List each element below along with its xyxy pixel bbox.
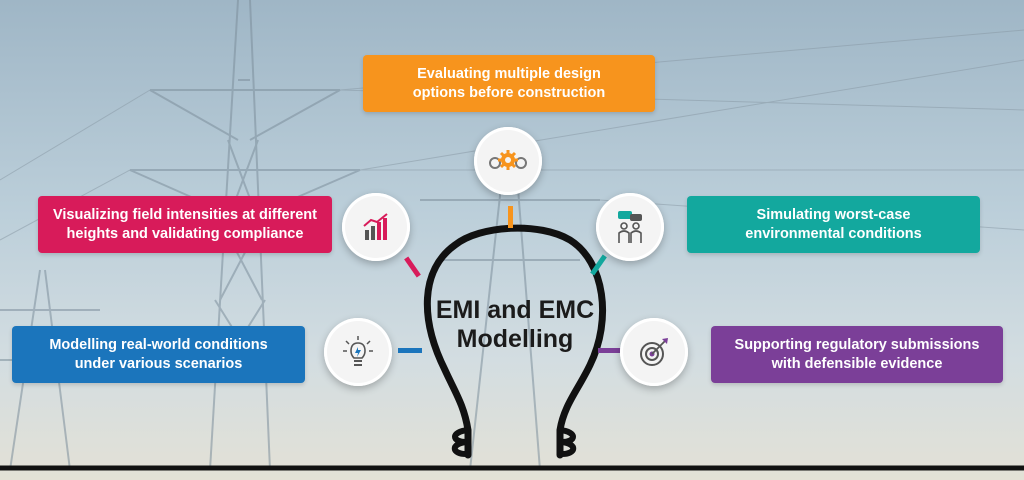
item-box-line2: under various scenarios <box>74 355 243 372</box>
connector-top <box>508 206 513 228</box>
icon-circle-team <box>596 193 664 261</box>
item-box-regulatory: Supporting regulatory submissions with d… <box>711 326 1003 383</box>
item-box-line1: Visualizing field intensities at differe… <box>52 206 317 223</box>
item-box-line2: with defensible evidence <box>771 355 943 372</box>
item-box-field-intensities: Visualizing field intensities at differe… <box>38 196 332 253</box>
lightbulb-icon <box>343 336 373 366</box>
item-box-line2: options before construction <box>412 84 606 101</box>
bar-chart-icon <box>363 213 388 240</box>
center-title-line1: EMI and EMC <box>435 296 595 324</box>
gears-icon <box>489 150 527 170</box>
item-box-line2: environmental conditions <box>745 225 922 242</box>
connector-bottom-left <box>398 348 422 353</box>
connector-bottom-right <box>598 348 622 353</box>
item-box-line1: Simulating worst-case <box>756 206 911 223</box>
item-box-design-options: Evaluating multiple design options befor… <box>363 55 655 112</box>
icon-circle-chart <box>342 193 410 261</box>
icon-circle-gears <box>474 127 542 195</box>
team-discussion-icon <box>618 211 642 243</box>
item-box-line2: heights and validating compliance <box>66 225 304 242</box>
icon-circle-target <box>620 318 688 386</box>
target-icon <box>640 338 668 366</box>
item-box-line1: Evaluating multiple design <box>417 65 601 82</box>
item-box-real-world: Modelling real-world conditions under va… <box>12 326 305 383</box>
item-box-line1: Modelling real-world conditions <box>49 336 268 353</box>
item-box-worst-case: Simulating worst-case environmental cond… <box>687 196 980 253</box>
item-box-line1: Supporting regulatory submissions <box>734 336 980 353</box>
center-title-line2: Modelling <box>456 325 574 353</box>
center-title: EMI and EMC Modelling <box>420 296 610 354</box>
icon-circle-lightbulb <box>324 318 392 386</box>
